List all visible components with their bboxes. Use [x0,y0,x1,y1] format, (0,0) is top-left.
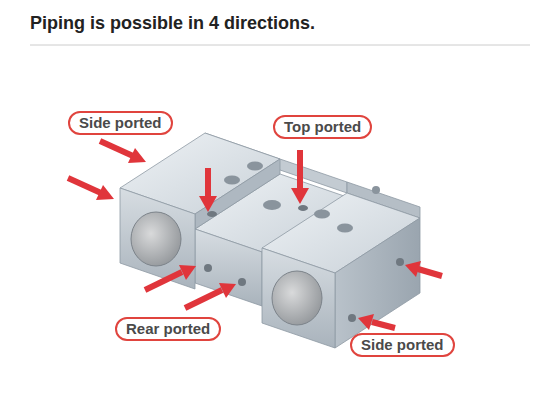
arrowhead [128,148,146,163]
pointer-arrow [372,322,395,328]
arrowhead [358,314,374,330]
arrowhead [199,196,217,212]
heading: Piping is possible in 4 directions. [30,13,315,34]
top-port [207,211,217,217]
callout-box: Side ported [350,333,455,357]
pointer-arrow [205,168,211,198]
callout-label: Side ported [79,114,162,132]
left-side [195,159,280,229]
rear-port [204,264,212,272]
arrowhead [219,283,236,298]
pointer-arrow [68,178,101,193]
middle-front [195,229,262,306]
right-side [335,218,420,348]
callout-label: Rear ported [126,320,210,338]
top-port [298,205,308,211]
callout-box: Side ported [68,111,173,135]
title-rule [30,45,530,46]
callout-label: Top ported [284,118,361,136]
mount-hole [263,200,281,210]
rod-end [131,212,181,266]
arrowhead [179,265,196,280]
pointer-arrow [185,290,222,308]
rear-port [238,278,246,286]
callout-box: Top ported [273,115,372,139]
side-port [396,258,404,266]
left-front [120,188,195,289]
pointer-arrow [100,141,133,156]
pointer-arrow [418,269,442,276]
mount-hole [247,162,263,171]
mount-hole [372,186,380,194]
pointer-arrow [297,150,303,190]
mount-hole [224,176,240,185]
rod-end [272,271,322,325]
callout-box: Rear ported [115,317,221,341]
arrowhead [405,261,421,277]
arrowhead [96,185,114,200]
pointer-arrow [145,272,182,290]
right-front [262,248,335,348]
side-port [348,314,356,322]
mount-hole [314,210,330,219]
callout-label: Side ported [361,336,444,354]
mount-hole [337,224,353,233]
arrowhead [291,188,309,204]
arrow-group [68,141,442,330]
